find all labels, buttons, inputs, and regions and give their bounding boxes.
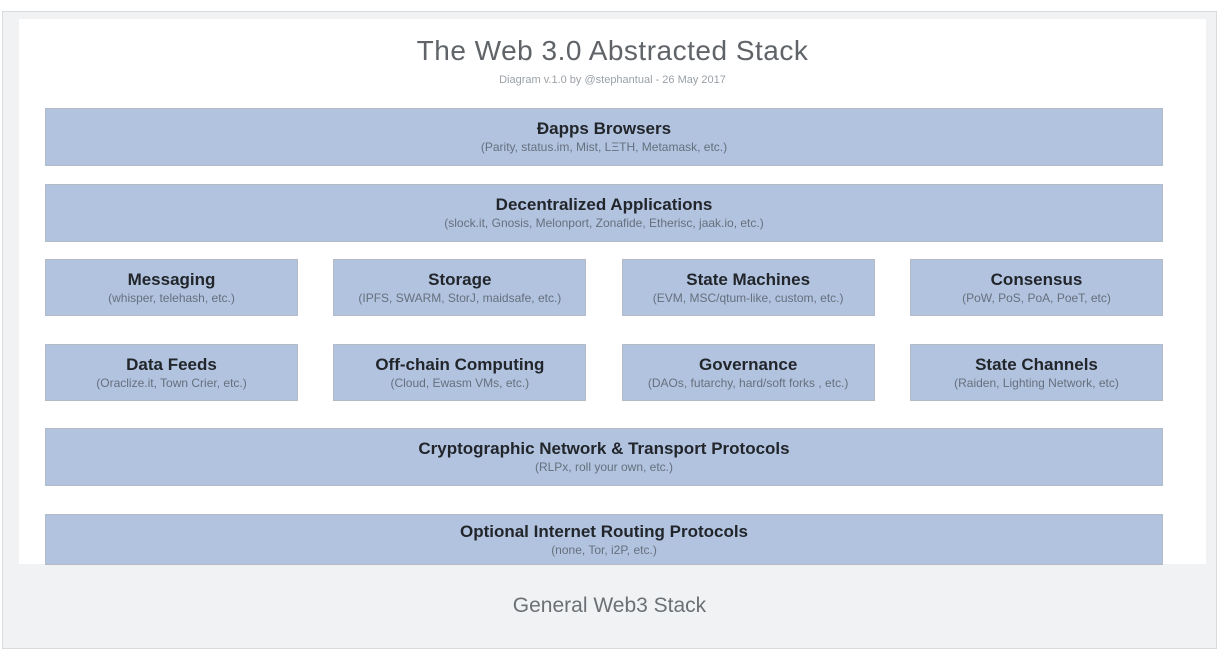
box-title: Đapps Browsers <box>536 119 672 139</box>
box-title: Messaging <box>127 269 216 289</box>
stack-box-state-machines: State Machines (EVM, MSC/qtum-like, cust… <box>621 259 875 316</box>
diagram-title: The Web 3.0 Abstracted Stack <box>416 35 809 66</box>
stack-row-decentralized-applications: Decentralized Applications (slock.it, Gn… <box>45 184 1163 242</box>
stack-row-middleware-1: Messaging (whisper, telehash, etc.) Stor… <box>45 259 1163 316</box>
stack-row-dapps-browsers: Đapps Browsers (Parity, status.im, Mist,… <box>45 108 1163 166</box>
box-title: State Machines <box>686 269 811 289</box>
stack-box-storage: Storage (IPFS, SWARM, StorJ, maidsafe, e… <box>333 259 587 316</box>
box-subtitle: (PoW, PoS, PoA, PoeT, etc) <box>962 290 1111 305</box>
stack-box-consensus: Consensus (PoW, PoS, PoA, PoeT, etc) <box>909 259 1163 316</box>
box-title: Off-chain Computing <box>375 354 545 374</box>
box-subtitle: (RLPx, roll your own, etc.) <box>534 460 674 475</box>
stack-box-cryptographic-network: Cryptographic Network & Transport Protoc… <box>45 428 1163 486</box>
stack-box-off-chain-computing: Off-chain Computing (Cloud, Ewasm VMs, e… <box>333 344 587 401</box>
box-subtitle: (whisper, telehash, etc.) <box>108 290 235 305</box>
stack-row-internet-routing: Optional Internet Routing Protocols (non… <box>45 514 1163 565</box>
box-subtitle: (slock.it, Gnosis, Melonport, Zonafide, … <box>444 216 764 231</box>
box-title: Optional Internet Routing Protocols <box>459 521 749 541</box>
stack-box-data-feeds: Data Feeds (Oraclize.it, Town Crier, etc… <box>45 344 298 401</box>
stack-row-network-transport: Cryptographic Network & Transport Protoc… <box>45 428 1163 486</box>
stack-box-messaging: Messaging (whisper, telehash, etc.) <box>45 259 298 316</box>
stack-box-governance: Governance (DAOs, futarchy, hard/soft fo… <box>621 344 875 401</box>
box-subtitle: (none, Tor, i2P, etc.) <box>551 542 657 557</box>
box-subtitle: (Cloud, Ewasm VMs, etc.) <box>390 375 530 390</box>
box-title: Storage <box>428 269 492 289</box>
box-subtitle: (Oraclize.it, Town Crier, etc.) <box>96 375 247 390</box>
stack-box-dapps-browsers: Đapps Browsers (Parity, status.im, Mist,… <box>45 108 1163 166</box>
box-title: Cryptographic Network & Transport Protoc… <box>418 439 790 459</box>
box-subtitle: (Parity, status.im, Mist, LΞTH, Metamask… <box>480 140 728 155</box>
diagram-canvas: The Web 3.0 Abstracted Stack Diagram v.1… <box>19 19 1206 565</box>
diagram-subtitle: Diagram v.1.0 by @stephantual - 26 May 2… <box>499 74 726 86</box>
stack: Đapps Browsers (Parity, status.im, Mist,… <box>45 108 1163 565</box>
box-title: Consensus <box>990 269 1083 289</box>
stack-row-middleware-2: Data Feeds (Oraclize.it, Town Crier, etc… <box>45 344 1163 401</box>
box-subtitle: (IPFS, SWARM, StorJ, maidsafe, etc.) <box>358 290 562 305</box>
stack-box-state-channels: State Channels (Raiden, Lighting Network… <box>909 344 1163 401</box>
box-subtitle: (DAOs, futarchy, hard/soft forks , etc.) <box>647 375 849 390</box>
figure-card: The Web 3.0 Abstracted Stack Diagram v.1… <box>2 11 1217 649</box>
box-title: Governance <box>699 354 798 374</box>
box-subtitle: (EVM, MSC/qtum-like, custom, etc.) <box>652 290 844 305</box>
figure-caption: General Web3 Stack <box>512 594 707 617</box>
box-title: Data Feeds <box>126 354 217 374</box>
box-title: Decentralized Applications <box>495 195 713 215</box>
box-title: State Channels <box>975 354 1098 374</box>
stack-box-optional-routing: Optional Internet Routing Protocols (non… <box>45 514 1163 565</box>
stack-box-decentralized-applications: Decentralized Applications (slock.it, Gn… <box>45 184 1163 242</box>
box-subtitle: (Raiden, Lighting Network, etc) <box>954 375 1119 390</box>
